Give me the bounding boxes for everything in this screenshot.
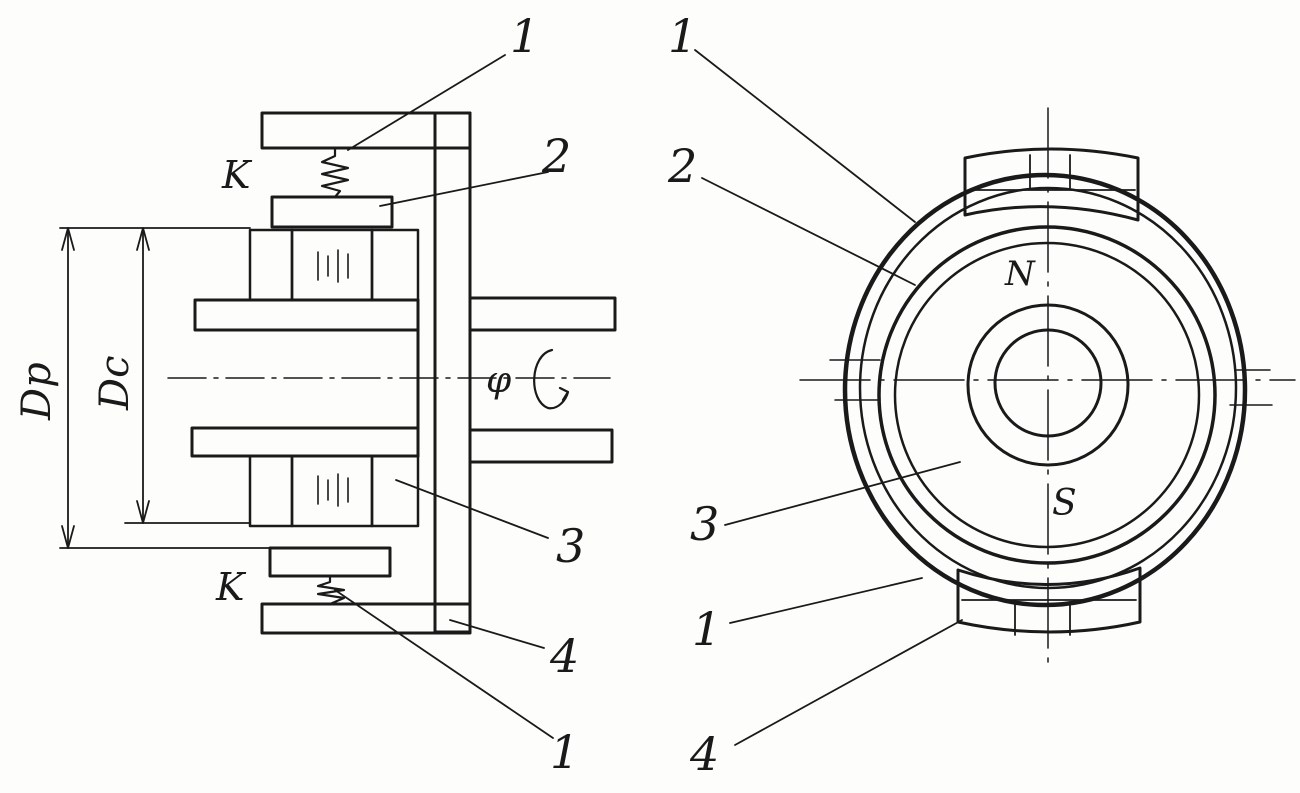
bottom-brush-box	[956, 566, 1142, 634]
upper-coil-left	[248, 228, 294, 302]
bottom-brush-marks	[961, 599, 1137, 636]
lower-brush-block	[268, 546, 392, 578]
upper-brush-block	[270, 195, 394, 229]
lower-coil-right	[370, 454, 420, 528]
rotation-arrow	[533, 348, 570, 410]
magnet-ring-inner	[893, 241, 1201, 549]
upper-coil-core	[290, 228, 374, 302]
housing-bottom-flange	[260, 602, 472, 635]
section-callout-1-bottom: 1	[550, 725, 579, 779]
housing-top-flange	[260, 111, 472, 150]
housing-hub-lower	[468, 428, 614, 464]
end-callout-1-low: 1	[692, 602, 721, 656]
section-callout-4: 4	[549, 629, 579, 683]
outer-ring	[842, 172, 1248, 608]
lower-coil-core	[290, 454, 374, 528]
end-callout-4: 4	[689, 727, 719, 781]
lower-coil-left	[248, 454, 294, 528]
upper-spring	[320, 146, 350, 199]
north-pole-label: N	[1004, 254, 1036, 294]
stator-diameter-label: Dс	[92, 356, 138, 411]
top-brush-marks	[967, 154, 1136, 191]
lower-spring	[316, 574, 346, 606]
section-callout-1-top: 1	[510, 9, 539, 63]
section-leaders	[334, 54, 554, 739]
upper-coil-right	[370, 228, 420, 302]
spring-label-upper: K	[221, 153, 253, 197]
dimension-lines	[59, 227, 271, 549]
rotor-diameter-label: Dр	[14, 362, 60, 421]
rotation-angle-symbol: φ	[486, 360, 512, 401]
lower-coil-marks	[317, 473, 349, 507]
shaft-upper-wall	[193, 298, 420, 332]
end-view-centerlines	[799, 107, 1296, 669]
shaft-lower-wall	[190, 426, 420, 458]
end-callout-3: 3	[690, 497, 719, 551]
end-view-leaders	[694, 49, 963, 746]
upper-coil-marks	[317, 249, 349, 283]
top-brush-box	[963, 147, 1140, 222]
section-callout-3: 3	[556, 519, 585, 573]
housing-hub-upper	[468, 296, 617, 332]
section-callout-2: 2	[541, 129, 571, 183]
south-pole-label: S	[1052, 483, 1077, 524]
section-view: 1 2 3 4 1 K K Dр Dс φ	[14, 9, 617, 779]
spring-label-lower: K	[215, 565, 247, 609]
end-callout-1-top: 1	[668, 9, 697, 63]
end-view: 1 2 3 1 4 N S	[667, 9, 1296, 781]
end-callout-2: 2	[667, 139, 697, 193]
magnet-ring-outer	[877, 225, 1217, 565]
